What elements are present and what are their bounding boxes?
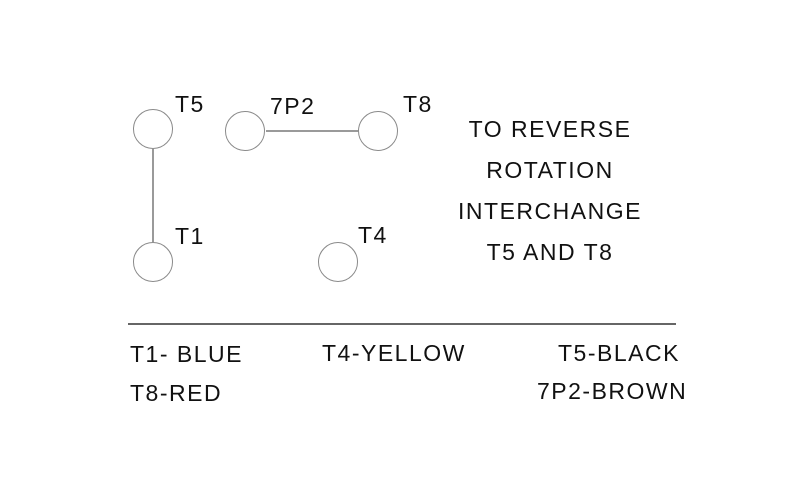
wire-t5-t1	[152, 149, 154, 242]
legend-divider	[128, 323, 676, 325]
legend-item-7p2: 7P2-BROWN	[537, 378, 688, 404]
terminal-label-7p2: 7P2	[270, 93, 316, 119]
note-line-4: T5 AND T8	[486, 239, 614, 265]
note-line-3: INTERCHANGE	[458, 198, 642, 224]
terminal-circle-t8	[358, 111, 398, 151]
wire-7p2-t8	[266, 130, 358, 132]
terminal-circle-t4	[318, 242, 358, 282]
legend-item-t1: T1- BLUE	[130, 341, 243, 367]
terminal-circle-7p2	[225, 111, 265, 151]
note-line-2: ROTATION	[486, 157, 614, 183]
terminal-label-t5: T5	[175, 91, 205, 117]
terminal-label-t4: T4	[358, 222, 388, 248]
terminal-label-t8: T8	[403, 91, 433, 117]
rotation-note: TO REVERSE ROTATION INTERCHANGE T5 AND T…	[448, 109, 652, 273]
legend-item-t4: T4-YELLOW	[322, 340, 466, 366]
legend-item-t8: T8-RED	[130, 380, 223, 406]
terminal-label-t1: T1	[175, 223, 205, 249]
note-line-1: TO REVERSE	[468, 116, 632, 142]
legend-item-t5: T5-BLACK	[558, 340, 680, 366]
terminal-circle-t1	[133, 242, 173, 282]
terminal-circle-t5	[133, 109, 173, 149]
